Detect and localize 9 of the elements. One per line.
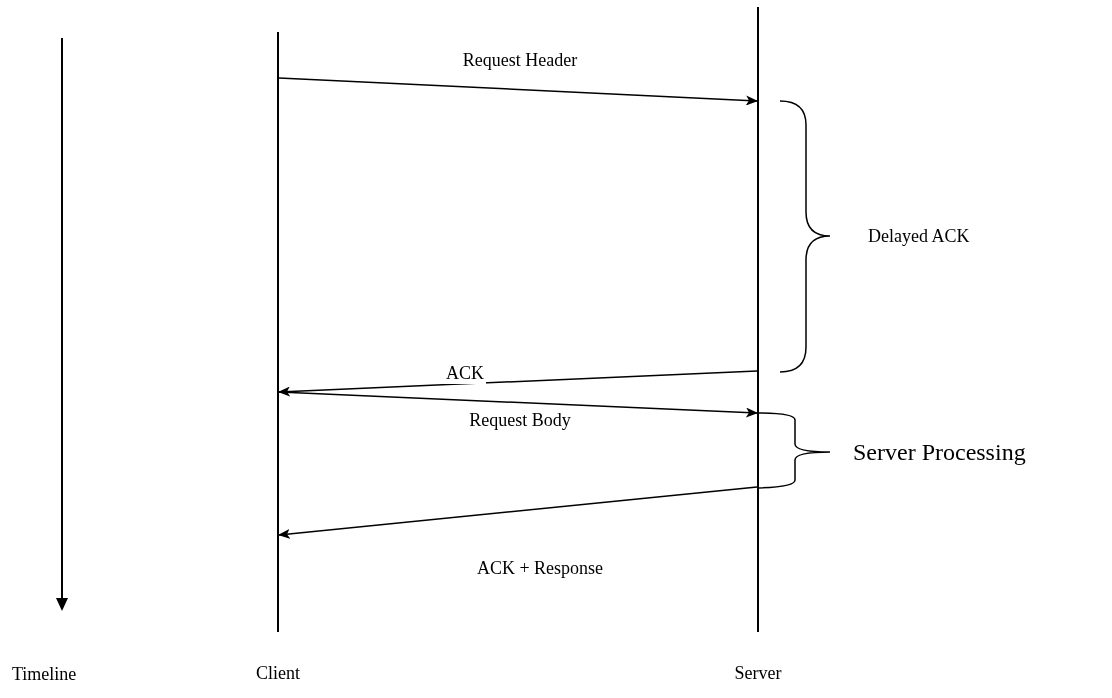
message-arrow bbox=[278, 370, 758, 397]
axis-label: Timeline bbox=[12, 663, 77, 685]
participant-label: Server bbox=[733, 662, 783, 684]
message-arrow bbox=[278, 391, 758, 418]
bracket-label: Delayed ACK bbox=[868, 225, 970, 247]
message-arrow bbox=[278, 77, 758, 106]
participant-label: Client bbox=[255, 662, 301, 684]
message-arrow bbox=[278, 486, 758, 539]
bracket-label: Server Processing bbox=[853, 438, 1026, 466]
